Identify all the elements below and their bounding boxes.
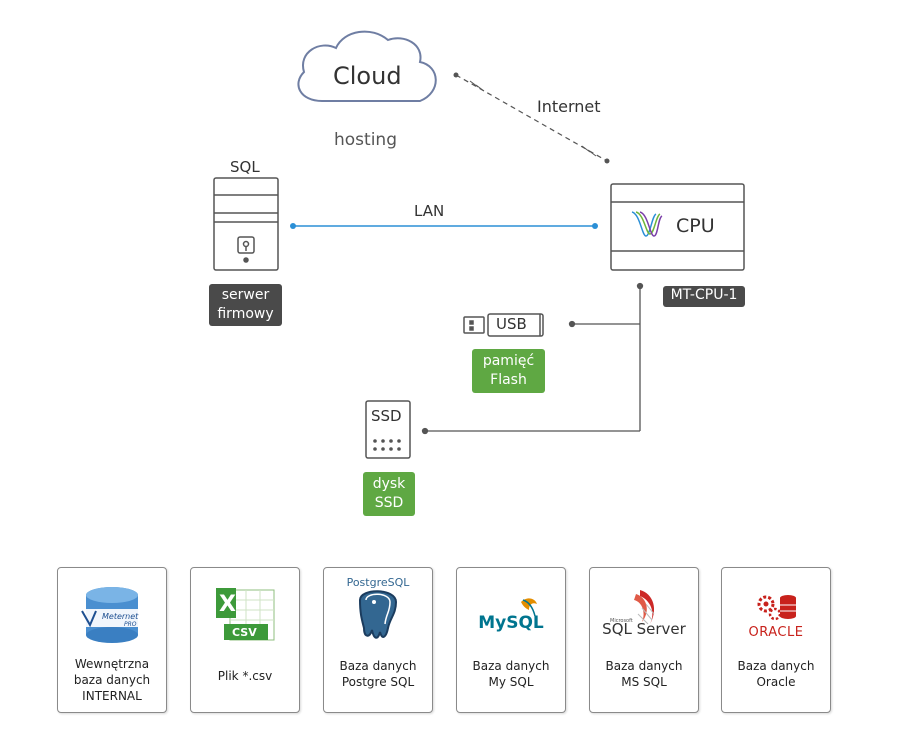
mysql-logo-text: MySQL [478, 613, 544, 633]
storage-bus [421, 282, 644, 435]
database-card-oracle[interactable]: ORACLE Baza danych Oracle [721, 567, 831, 713]
database-card-internal[interactable]: Meternet PRO Wewnętrzna baza danych INTE… [57, 567, 167, 713]
caption-line: Baza danych [737, 659, 815, 673]
server-badge-line2: firmowy [217, 306, 274, 322]
ssd-badge-line2: SSD [374, 495, 404, 511]
postgresql-logo-text: PostgreSQL [347, 576, 411, 589]
mysql-icon: MySQL [457, 580, 565, 652]
cloud-icon [297, 30, 437, 102]
cloud-subtitle: hosting [334, 130, 397, 150]
caption-line: My SQL [488, 675, 534, 689]
lan-link [290, 223, 598, 229]
sql-server-icon: Microsoft SQL Server [590, 580, 698, 652]
usb-icon [463, 313, 544, 337]
database-card-csv[interactable]: X CSV Plik *.csv [190, 567, 300, 713]
oracle-logo-text: ORACLE [749, 625, 804, 640]
usb-badge-line1: pamięć [482, 353, 535, 369]
excel-csv-icon: X CSV [191, 580, 299, 652]
database-card-postgresql[interactable]: PostgreSQL Baza danych Postgre SQL [323, 567, 433, 713]
database-card-mysql[interactable]: MySQL Baza danych My SQL [456, 567, 566, 713]
cpu-label: CPU [676, 215, 715, 237]
server-icon [213, 177, 279, 271]
cloud-title: Cloud [333, 62, 402, 90]
caption-line: Baza danych [472, 659, 550, 673]
meternet-wave-icon [631, 211, 663, 237]
cpu-badge: MT-CPU-1 [663, 286, 745, 307]
caption-line: MS SQL [621, 675, 667, 689]
caption-line: INTERNAL [82, 689, 142, 703]
database-card-mssql[interactable]: Microsoft SQL Server Baza danych MS SQL [589, 567, 699, 713]
caption-line: Postgre SQL [341, 675, 415, 689]
ssd-badge-line1: dysk [372, 476, 406, 492]
cpu-module-icon [610, 183, 745, 271]
sql-server-logo-sub: Microsoft [610, 618, 633, 624]
server-badge-line1: serwer [221, 287, 270, 303]
caption-line: Baza danych [339, 659, 417, 673]
ssd-icon [365, 400, 411, 459]
usb-badge-line2: Flash [490, 372, 527, 388]
server-badge: serwer firmowy [209, 284, 282, 326]
caption-line: Oracle [756, 675, 796, 689]
internet-link [453, 72, 610, 164]
sql-server-logo-text: SQL Server [602, 620, 686, 638]
ssd-label: SSD [371, 407, 402, 425]
svg-text:X: X [219, 592, 236, 617]
usb-label: USB [496, 315, 527, 333]
lan-label: LAN [414, 202, 445, 220]
connection-diagram [213, 30, 745, 459]
usb-badge: pamięć Flash [472, 349, 545, 393]
postgresql-icon: PostgreSQL [324, 576, 432, 648]
meternet-logo-text: Meternet [102, 612, 139, 621]
caption-line: baza danych [73, 673, 151, 687]
csv-logo-text: CSV [232, 626, 257, 639]
ssd-badge: dysk SSD [363, 472, 415, 516]
meternet-logo-sub: PRO [124, 621, 137, 628]
caption-line: Plik *.csv [217, 669, 273, 683]
caption-line: Wewnętrzna [74, 657, 150, 671]
internet-label: Internet [537, 97, 601, 116]
caption-line: Baza danych [605, 659, 683, 673]
oracle-icon: ORACLE [722, 580, 830, 652]
meternet-pro-icon: Meternet PRO [58, 580, 166, 652]
server-label: SQL [230, 158, 260, 176]
